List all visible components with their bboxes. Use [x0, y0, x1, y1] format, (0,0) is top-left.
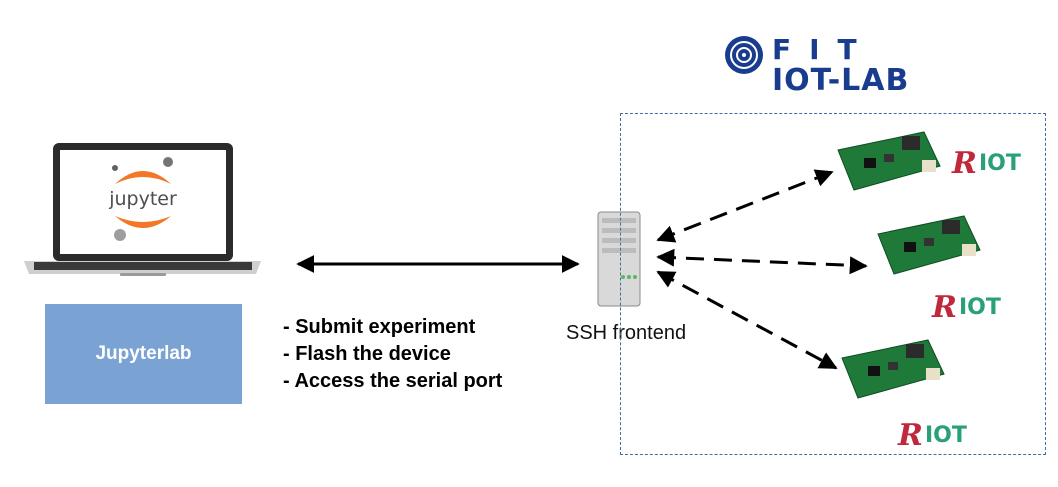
jupyterlab-label: Jupyterlab	[95, 343, 192, 364]
jupyter-logo-arc-bottom	[115, 216, 171, 228]
riot-r-glyph: R	[898, 418, 923, 453]
logo-fit-text: FIT	[772, 33, 875, 66]
riot-iot-text: IOT	[924, 423, 967, 448]
riot-logo-2: R IOT	[932, 290, 1001, 325]
laptop-illustration: jupyter	[24, 143, 261, 276]
frontend-node3-arrow	[656, 270, 838, 370]
action-access-serial-port: - Access the serial port	[283, 370, 503, 392]
riot-iot-text: IOT	[958, 295, 1001, 320]
riot-logo-1: R IOT	[952, 146, 1021, 181]
actions-list: - Submit experiment - Flash the device -…	[283, 314, 502, 395]
action-submit-experiment: - Submit experiment	[283, 316, 476, 338]
jupyter-logo-dot-left	[112, 165, 118, 171]
testbed-boundary	[620, 113, 1046, 455]
action-flash-device: - Flash the device	[283, 343, 451, 365]
iot-board-1	[837, 131, 941, 191]
frontend-node2-arrow	[656, 248, 868, 275]
jupyter-logo-text: jupyter	[108, 188, 177, 210]
riot-r-glyph: R	[932, 290, 957, 325]
frontend-node1-arrow	[656, 169, 834, 243]
jupyter-logo-dot-top	[163, 157, 173, 167]
fit-iotlab-logo: FIT IOT-LAB	[772, 35, 909, 97]
riot-iot-text: IOT	[978, 151, 1021, 176]
ssh-frontend-label: SSH frontend	[566, 322, 687, 344]
iot-board-3	[841, 339, 945, 399]
riot-logo-3: R IOT	[898, 418, 967, 453]
jupyterlab-box: Jupyterlab	[45, 304, 242, 404]
jupyter-logo-arc-top	[115, 171, 171, 184]
logo-iotlab-text: IOT-LAB	[772, 63, 910, 98]
jupyter-logo-dot-bottom	[114, 229, 126, 241]
server-icon	[597, 211, 641, 307]
riot-r-glyph: R	[952, 146, 977, 181]
iot-board-2	[877, 215, 981, 275]
fit-iotlab-logo-icon	[725, 36, 763, 74]
